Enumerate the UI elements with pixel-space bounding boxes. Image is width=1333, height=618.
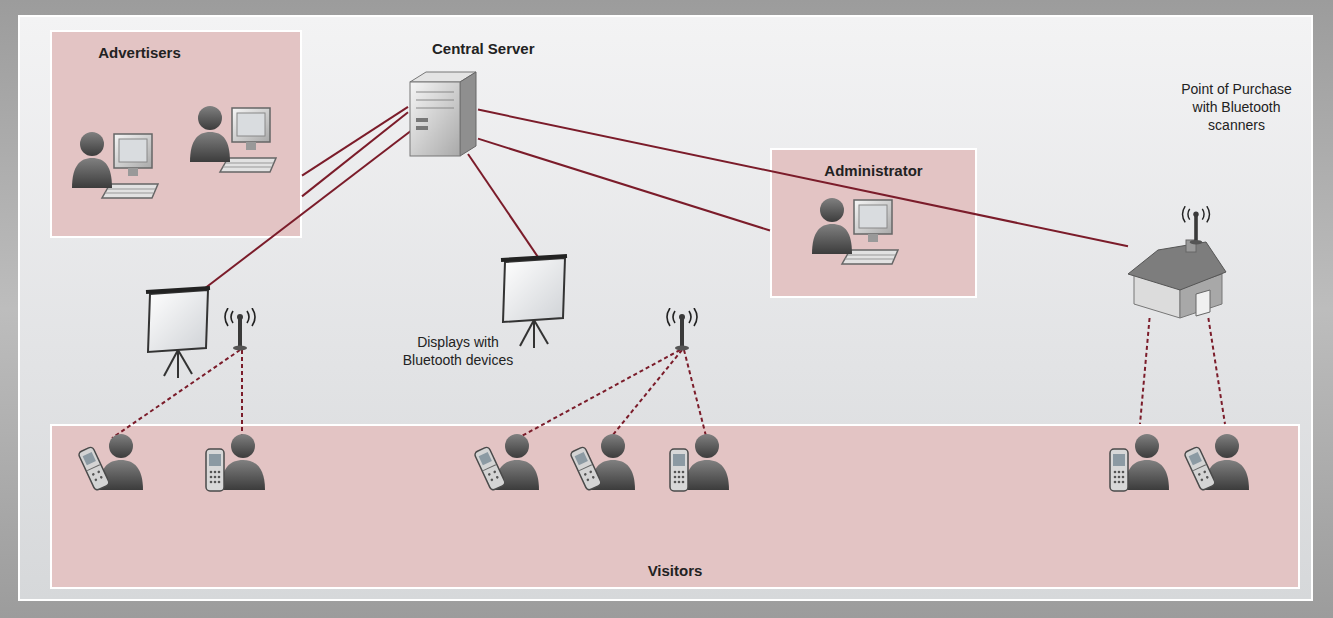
store-icon: [1128, 240, 1226, 318]
server-node: Central Server: [408, 70, 478, 158]
bluetooth-antenna: [667, 308, 697, 351]
network-link: [478, 110, 1128, 247]
computer-icon: [812, 198, 898, 264]
computer-icon: [72, 132, 158, 198]
computer-icon: [190, 106, 276, 172]
bluetooth-link: [1208, 318, 1225, 424]
node-label: Central Server: [432, 40, 552, 58]
network-link: [302, 112, 408, 196]
network-link: [302, 107, 408, 176]
bluetooth-antenna: [1183, 206, 1210, 244]
diagram-label: Displays with Bluetooth devices: [398, 333, 518, 369]
bluetooth-link: [1140, 318, 1150, 424]
display-icon: [146, 288, 210, 378]
display-wire: [200, 130, 540, 292]
bluetooth-link: [112, 350, 706, 438]
group-box: Administrator: [770, 148, 977, 298]
node-label: Visitors: [52, 562, 1298, 580]
server-icon: [410, 72, 476, 156]
node-label: Administrator: [772, 162, 975, 180]
display-icon: [501, 256, 567, 348]
node-label: Advertisers: [52, 44, 227, 62]
group-box: Advertisers: [50, 30, 302, 238]
store-node: Point of Purchase with Bluetooth scanner…: [1128, 240, 1226, 318]
network-link: [478, 139, 770, 231]
node-label: Point of Purchase with Bluetooth scanner…: [1174, 80, 1299, 134]
visitor-band: Visitors: [50, 424, 1300, 589]
visitor-icons: [78, 434, 1249, 491]
bluetooth-antenna: [225, 308, 255, 351]
